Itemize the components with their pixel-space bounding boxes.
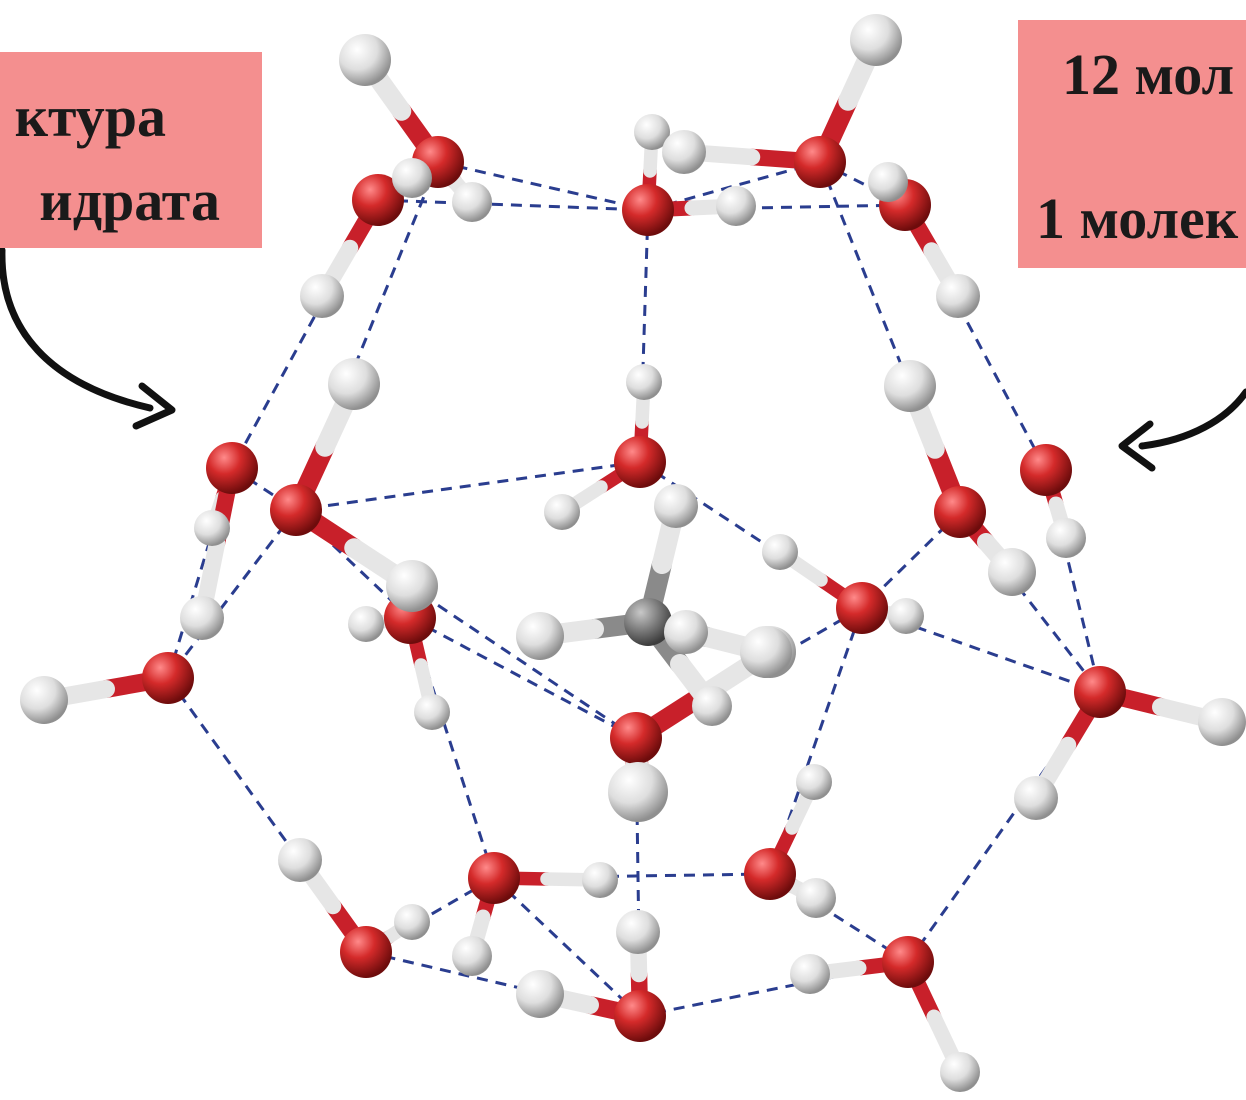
hydrogen-atom xyxy=(452,936,492,976)
hydrogen-atom xyxy=(796,878,836,918)
oxygen-atom xyxy=(340,926,392,978)
hydrogen-bond xyxy=(230,199,380,469)
oxygen-atom xyxy=(206,442,258,494)
hydrogen-bond xyxy=(437,160,649,212)
hydrogen-atom xyxy=(278,838,322,882)
hydrogen-atom xyxy=(936,274,980,318)
hydrogen-bond xyxy=(166,509,298,679)
methane-hydrogen-atom xyxy=(516,612,564,660)
oxygen-atom xyxy=(934,486,986,538)
oxygen-atom xyxy=(610,712,662,764)
hydrogen-atom xyxy=(634,114,670,150)
right-label-line-1: 12 мол xyxy=(1062,42,1235,107)
methane-hydrogen-atom xyxy=(692,686,732,726)
methane-hydrogen-atom xyxy=(654,484,698,528)
left-label-line-1: ктура xyxy=(14,84,166,149)
hydrogen-atom xyxy=(386,560,438,612)
oxygen-atom xyxy=(614,990,666,1042)
hydrogen-atom xyxy=(544,494,580,530)
hydrogen-bond xyxy=(409,616,637,740)
carbon-atom xyxy=(624,598,672,646)
hydrogen-atom xyxy=(339,34,391,86)
hydrogen-atom xyxy=(790,954,830,994)
oxygen-atom xyxy=(1074,666,1126,718)
hydrogen-atom xyxy=(796,764,832,800)
oxygen-atom xyxy=(794,136,846,188)
hydrogen-atom xyxy=(394,904,430,940)
right-arrowhead xyxy=(1118,420,1156,472)
hydrogen-atom xyxy=(662,130,706,174)
hydrogen-atom xyxy=(1014,776,1058,820)
hydrogen-atom xyxy=(626,364,662,400)
hydrogen-bond xyxy=(492,876,642,1018)
methane-hydrogen-atom xyxy=(664,610,708,654)
hydrogen-atom xyxy=(608,762,668,822)
hydrogen-atom xyxy=(868,162,908,202)
hydrogen-bond xyxy=(408,617,496,879)
left-arrowhead xyxy=(132,382,176,430)
right-label-line-2: 1 молек xyxy=(1036,186,1239,251)
hydrogen-atom xyxy=(616,910,660,954)
oxygen-atom xyxy=(468,852,520,904)
hydrogen-atom xyxy=(850,14,902,66)
oxygen-atom xyxy=(744,848,796,900)
hydrogen-atom xyxy=(300,274,344,318)
atoms xyxy=(20,14,1246,1092)
oxygen-atom xyxy=(352,174,404,226)
left-arrow xyxy=(0,246,154,412)
hydrogen-atom xyxy=(180,596,224,640)
pointer-arrows xyxy=(0,246,1246,472)
oxygen-atom xyxy=(882,936,934,988)
methane-hydrogen-atom xyxy=(740,626,792,678)
left-label-box: ктура идрата xyxy=(0,52,262,248)
hydrogen-atom xyxy=(194,510,230,546)
oxygen-atom xyxy=(270,484,322,536)
hydrogen-atom xyxy=(516,970,564,1018)
oxygen-atom xyxy=(142,652,194,704)
hydrogen-atom xyxy=(452,182,492,222)
hydrogen-atom xyxy=(1198,698,1246,746)
hydrogen-atom xyxy=(884,360,936,412)
hydrogen-atom xyxy=(348,606,384,642)
hydrogen-atom xyxy=(940,1052,980,1092)
oxygen-atom xyxy=(614,436,666,488)
hydrogen-atom xyxy=(988,548,1036,596)
hydrogen-atom xyxy=(414,694,450,730)
oxygen-atom xyxy=(1020,444,1072,496)
left-label-line-2: идрата xyxy=(39,168,220,233)
hydrogen-atom xyxy=(328,358,380,410)
hydrogen-atom xyxy=(888,598,924,634)
oxygen-atom xyxy=(836,582,888,634)
hydrogen-atom xyxy=(716,186,756,226)
oxygen-atom xyxy=(622,184,674,236)
hydrogen-atom xyxy=(582,862,618,898)
hydrogen-bond xyxy=(903,204,1048,471)
right-label-box: 12 мол 1 молек xyxy=(1018,20,1246,268)
hydrogen-atom xyxy=(762,534,798,570)
hydrogen-atom xyxy=(1046,518,1086,558)
right-arrow xyxy=(1138,388,1246,450)
hydrogen-atom xyxy=(392,158,432,198)
hydrogen-bond xyxy=(295,460,641,512)
hydrogen-atom xyxy=(20,676,68,724)
